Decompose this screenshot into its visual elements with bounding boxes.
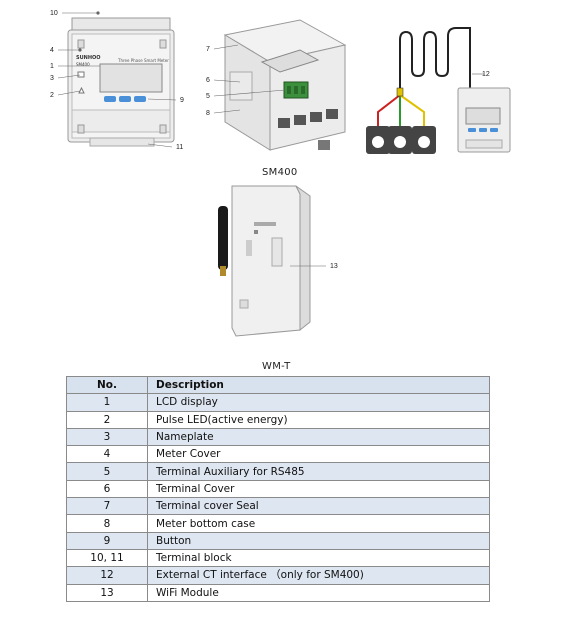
- meter-isometric-view: [223, 19, 347, 151]
- button-1: [104, 96, 116, 102]
- cell-description: Pulse LED(active energy): [147, 410, 490, 429]
- cell-no: 5: [66, 462, 148, 481]
- cell-no: 13: [66, 583, 148, 602]
- callout-1: 1: [50, 63, 54, 70]
- caption-wm-t: WM-T: [262, 361, 291, 372]
- callout-11: 11: [176, 144, 183, 151]
- lcd-display: [99, 63, 163, 93]
- callout-4: 4: [50, 47, 54, 54]
- product-illustration: SUNHOO SM400 Three Phase Smart Meter 10 …: [50, 10, 511, 337]
- caption-sm400: SM400: [262, 167, 298, 178]
- ct-clamp-set: [377, 27, 471, 128]
- product-figure: SUNHOO SM400 Three Phase Smart Meter 10 …: [50, 10, 511, 337]
- cell-description: LCD display: [147, 393, 490, 412]
- cell-no: 7: [66, 497, 148, 516]
- button-2: [119, 96, 131, 102]
- header-description: Description: [147, 375, 490, 395]
- screen-label: Three Phase Smart Meter: [117, 58, 169, 63]
- cell-description: External CT interface （only for SM400): [147, 566, 490, 585]
- antenna: [218, 206, 228, 270]
- header-no: No.: [66, 375, 148, 395]
- meter-small-view: [457, 87, 511, 153]
- warning-icon: [78, 86, 85, 94]
- cell-description: Terminal Cover: [147, 479, 490, 499]
- cell-description: WiFi Module: [147, 583, 490, 602]
- callout-12: 12: [482, 71, 490, 78]
- cell-no: 2: [66, 410, 148, 429]
- cell-no: 8: [66, 514, 148, 533]
- meter-front-view: SUNHOO SM400 Three Phase Smart Meter: [67, 17, 175, 147]
- cell-description: Meter Cover: [147, 445, 490, 464]
- cell-description: Terminal Auxiliary for RS485: [147, 462, 490, 481]
- button-3: [134, 96, 146, 102]
- callout-9: 9: [180, 97, 184, 104]
- cell-no: 9: [66, 531, 148, 550]
- wifi-module-view: [218, 185, 311, 337]
- cell-no: 10, 11: [66, 548, 148, 568]
- callout-10: 10: [50, 10, 58, 17]
- cell-description: Nameplate: [147, 427, 490, 447]
- callout-6: 6: [206, 77, 210, 84]
- cell-no: 3: [66, 427, 148, 447]
- cell-no: 4: [66, 445, 148, 464]
- cell-no: 6: [66, 479, 148, 499]
- brand-label: SUNHOO: [76, 55, 101, 61]
- callout-5: 5: [206, 93, 210, 100]
- cell-description: Terminal block: [147, 548, 490, 568]
- ct-clamps: [366, 126, 436, 154]
- cell-description: Terminal cover Seal: [147, 497, 490, 516]
- cell-description: Button: [147, 531, 490, 550]
- table-header-row: No. Description: [66, 375, 490, 395]
- callout-7: 7: [206, 46, 210, 53]
- callout-3: 3: [50, 75, 54, 82]
- callout-13: 13: [330, 263, 338, 270]
- cell-no: 12: [66, 566, 148, 585]
- pulse-led: [77, 71, 85, 78]
- callout-8: 8: [206, 110, 210, 117]
- cell-description: Meter bottom case: [147, 514, 490, 533]
- model-label: SM400: [76, 62, 90, 67]
- cell-no: 1: [66, 393, 148, 412]
- callout-2: 2: [50, 92, 54, 99]
